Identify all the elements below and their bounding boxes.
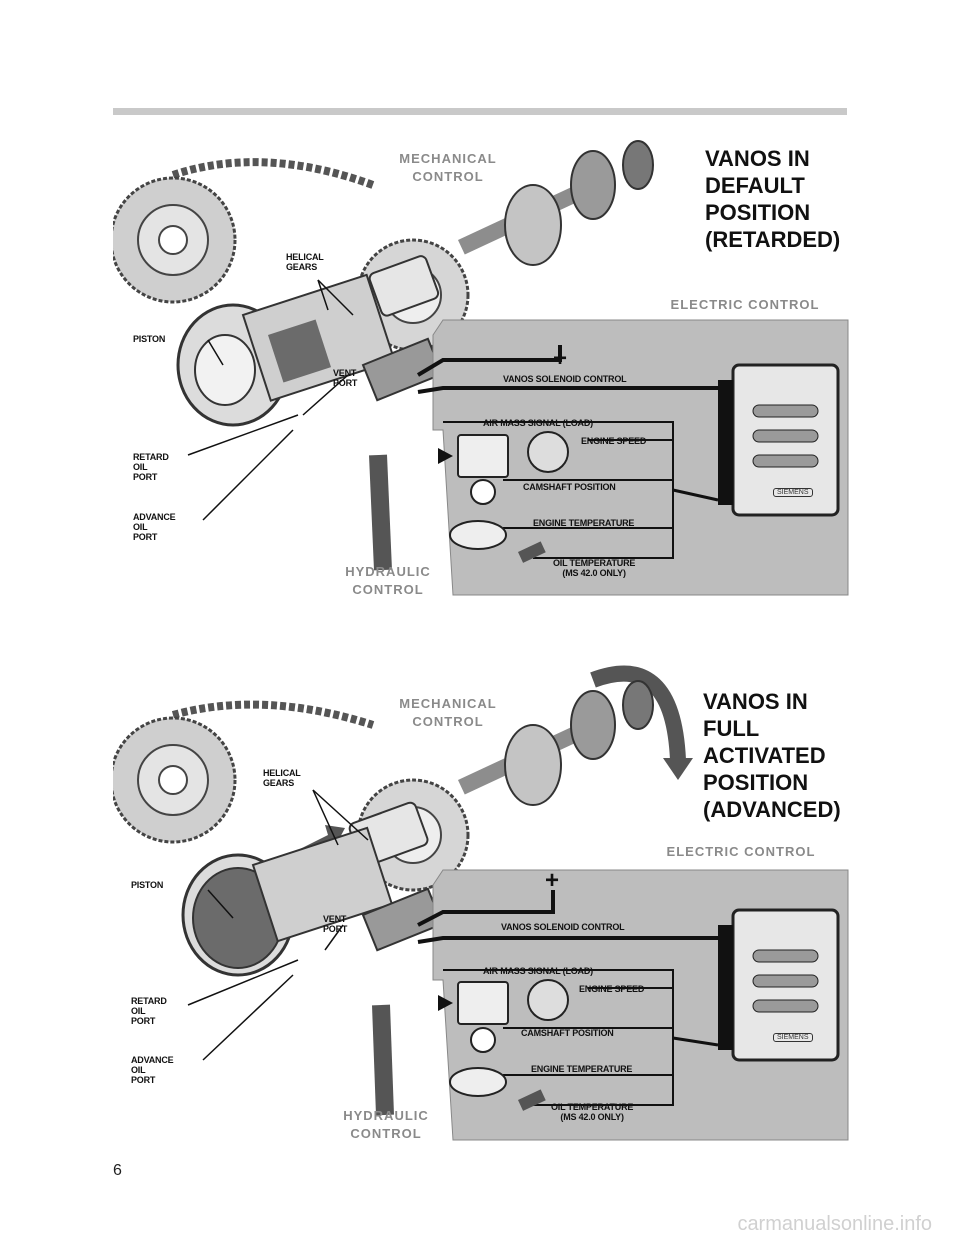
top-rule — [113, 108, 847, 115]
retard-oil-port-line-2: OIL — [131, 1006, 146, 1016]
oil-temperature-line-2: (MS 42.0 ONLY) — [562, 568, 626, 578]
vent-port-label: VENT PORT — [323, 914, 347, 934]
hydraulic-control-label: HYDRAULIC CONTROL — [333, 563, 443, 599]
advance-oil-port-line-3: PORT — [131, 1075, 156, 1085]
advance-oil-port-label: ADVANCE OIL PORT — [133, 512, 176, 542]
watermark: carmanualsonline.info — [737, 1213, 932, 1235]
advance-oil-port-line-1: ADVANCE — [133, 512, 176, 522]
hydraulic-control-line-1: HYDRAULIC — [343, 1108, 429, 1123]
vent-port-line-2: PORT — [323, 924, 348, 934]
heading-line-3: POSITION — [705, 200, 811, 225]
helical-gears-line-1: HELICAL — [286, 252, 324, 262]
heading-line-4: (RETARDED) — [705, 227, 841, 252]
oil-temperature-label: OIL TEMPERATURE (MS 42.0 ONLY) — [553, 558, 635, 578]
mechanical-control-line-2: CONTROL — [412, 714, 484, 729]
ecu-brand-label: SIEMENS — [773, 488, 813, 497]
heading-line-3: ACTIVATED — [703, 743, 826, 768]
air-mass-signal-label: AIR MASS SIGNAL (LOAD) — [483, 418, 593, 428]
oil-temperature-line-2: (MS 42.0 ONLY) — [560, 1112, 624, 1122]
piston-label: PISTON — [133, 334, 166, 344]
helical-gears-line-2: GEARS — [263, 778, 295, 788]
engine-temperature-label: ENGINE TEMPERATURE — [531, 1064, 633, 1074]
electric-control-label: ELECTRIC CONTROL — [666, 844, 816, 859]
advance-oil-port-line-3: PORT — [133, 532, 158, 542]
heading-line-2: DEFAULT — [705, 173, 805, 198]
ecu-brand-label: SIEMENS — [773, 1033, 813, 1042]
svg-text:+: + — [545, 867, 559, 894]
retard-oil-port-label: RETARD OIL PORT — [131, 996, 167, 1026]
retard-oil-port-label: RETARD OIL PORT — [133, 452, 169, 482]
figure-heading: VANOS IN DEFAULT POSITION (RETARDED) — [705, 145, 840, 253]
retard-oil-port-line-2: OIL — [133, 462, 148, 472]
heading-line-1: VANOS IN — [703, 689, 808, 714]
page-number: 6 — [113, 1162, 122, 1179]
vanos-activated-illustration: + — [109, 665, 849, 1141]
vanos-default-figure: + MECHANICAL CONTROL VANOS IN DEFAULT PO… — [109, 130, 853, 630]
engine-temperature-label: ENGINE TEMPERATURE — [533, 518, 635, 528]
camshaft-position-label: CAMSHAFT POSITION — [523, 482, 616, 492]
hydraulic-control-line-2: CONTROL — [352, 582, 424, 597]
mechanical-control-label: MECHANICAL CONTROL — [378, 695, 518, 731]
advance-oil-port-line-2: OIL — [131, 1065, 146, 1075]
heading-line-2: FULL — [703, 716, 760, 741]
mechanical-control-line-1: MECHANICAL — [399, 696, 497, 711]
vanos-solenoid-control-label: VANOS SOLENOID CONTROL — [501, 922, 625, 932]
heading-line-1: VANOS IN — [705, 146, 810, 171]
retard-oil-port-line-3: PORT — [131, 1016, 156, 1026]
figure-heading: VANOS IN FULL ACTIVATED POSITION (ADVANC… — [703, 688, 841, 823]
retard-oil-port-line-3: PORT — [133, 472, 158, 482]
camshaft-position-label: CAMSHAFT POSITION — [521, 1028, 614, 1038]
heading-line-5: (ADVANCED) — [703, 797, 841, 822]
mechanical-control-line-2: CONTROL — [412, 169, 484, 184]
advance-oil-port-label: ADVANCE OIL PORT — [131, 1055, 174, 1085]
mechanical-control-line-1: MECHANICAL — [399, 151, 497, 166]
vent-port-line-1: VENT — [323, 914, 347, 924]
vanos-default-illustration: + — [109, 140, 849, 596]
mechanical-control-label: MECHANICAL CONTROL — [378, 150, 518, 186]
helical-gears-line-1: HELICAL — [263, 768, 301, 778]
piston-label: PISTON — [131, 880, 164, 890]
heading-line-4: POSITION — [703, 770, 809, 795]
vanos-activated-figure: + MECHANICAL CONTROL VANOS IN FULL ACTIV… — [109, 650, 853, 1150]
advance-oil-port-line-1: ADVANCE — [131, 1055, 174, 1065]
hydraulic-control-label: HYDRAULIC CONTROL — [331, 1107, 441, 1143]
vent-port-line-2: PORT — [333, 378, 358, 388]
air-mass-signal-label: AIR MASS SIGNAL (LOAD) — [483, 966, 593, 976]
vent-port-line-1: VENT — [333, 368, 357, 378]
engine-speed-label: ENGINE SPEED — [579, 984, 645, 994]
oil-temperature-label: OIL TEMPERATURE (MS 42.0 ONLY) — [551, 1102, 633, 1122]
vanos-solenoid-control-label: VANOS SOLENOID CONTROL — [503, 374, 627, 384]
oil-temperature-line-1: OIL TEMPERATURE — [553, 558, 636, 568]
helical-gears-label: HELICAL GEARS — [263, 768, 301, 788]
electric-control-label: ELECTRIC CONTROL — [670, 297, 820, 312]
retard-oil-port-line-1: RETARD — [133, 452, 169, 462]
oil-temperature-line-1: OIL TEMPERATURE — [551, 1102, 634, 1112]
retard-oil-port-line-1: RETARD — [131, 996, 167, 1006]
vent-port-label: VENT PORT — [333, 368, 357, 388]
engine-speed-label: ENGINE SPEED — [581, 436, 647, 446]
hydraulic-control-line-2: CONTROL — [350, 1126, 422, 1141]
hydraulic-control-line-1: HYDRAULIC — [345, 564, 431, 579]
advance-oil-port-line-2: OIL — [133, 522, 148, 532]
helical-gears-label: HELICAL GEARS — [286, 252, 324, 272]
helical-gears-line-2: GEARS — [286, 262, 318, 272]
